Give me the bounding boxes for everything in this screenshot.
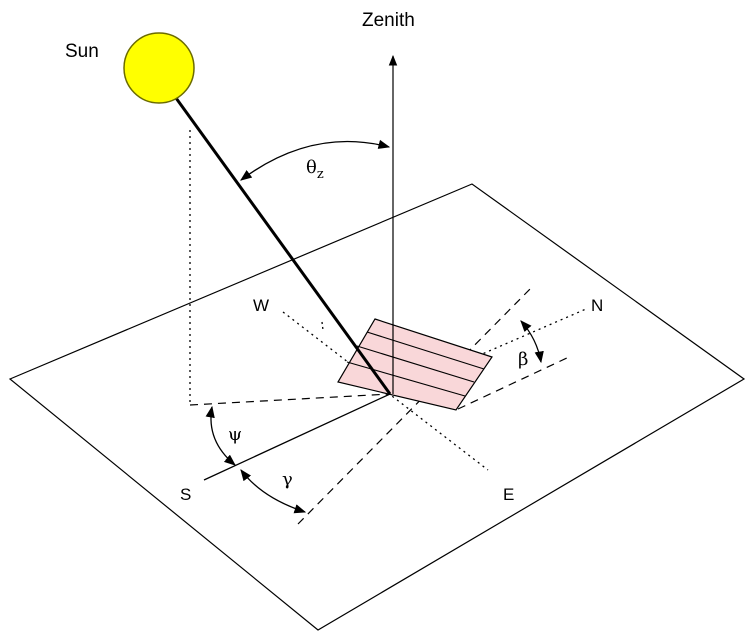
west-label: W	[253, 296, 269, 315]
slope-angle-label: β	[518, 349, 528, 370]
zenith-angle-arc	[240, 139, 391, 181]
zenith-angle-symbol: θ	[306, 157, 317, 178]
solar-azimuth-arc	[205, 405, 236, 466]
surface-azimuth-label: γ	[282, 469, 293, 490]
west-tick	[321, 321, 324, 331]
surface-normal-projection	[297, 285, 534, 525]
zenith-angle-subscript: z	[317, 167, 324, 182]
sun-label: Sun	[65, 41, 99, 62]
slope-reference-line	[457, 356, 570, 410]
sun-icon	[123, 32, 195, 104]
sun-ray	[174, 97, 392, 395]
sun-ground-projection	[189, 393, 391, 406]
zenith-label: Zenith	[362, 10, 415, 31]
west-east-axis	[282, 311, 489, 471]
east-label: E	[503, 485, 514, 504]
zenith-angle-label: θz	[306, 157, 324, 182]
slope-angle-arc	[520, 320, 544, 364]
surface-azimuth-arc	[240, 469, 307, 514]
panel-stripe	[356, 345, 475, 383]
panel-stripe	[346, 361, 466, 397]
tilted-surface	[337, 318, 493, 411]
panel-stripe	[366, 331, 485, 370]
ground-plane	[8, 183, 746, 631]
solar-azimuth-label: ψ	[228, 424, 242, 445]
south-label: S	[180, 485, 191, 504]
north-label: N	[591, 296, 603, 315]
